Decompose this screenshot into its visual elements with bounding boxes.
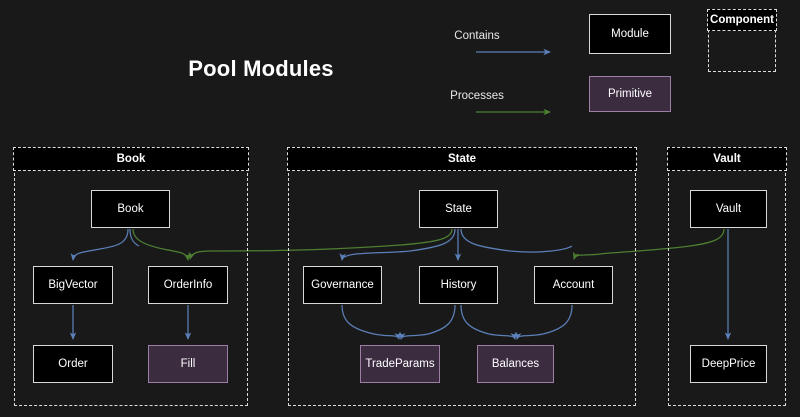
section-title-vault: Vault [667, 147, 787, 172]
node-vault[interactable]: Vault [690, 190, 767, 228]
node-state[interactable]: State [419, 190, 498, 228]
node-fill[interactable]: Fill [148, 345, 228, 383]
legend-component-title: Component [707, 9, 777, 32]
legend-arrow-processes [476, 108, 552, 116]
node-account[interactable]: Account [534, 266, 613, 304]
node-deepprice[interactable]: DeepPrice [690, 345, 767, 383]
section-title-state: State [287, 147, 637, 172]
section-state: State [287, 147, 637, 406]
legend-label-processes: Processes [450, 90, 504, 102]
section-vault: Vault [667, 147, 787, 406]
node-governance[interactable]: Governance [303, 266, 382, 304]
node-order[interactable]: Order [33, 345, 113, 383]
node-book[interactable]: Book [91, 190, 170, 228]
section-book: Book [13, 147, 249, 406]
legend-shape-component: Component [707, 9, 777, 72]
section-title-book: Book [13, 147, 249, 172]
node-balances[interactable]: Balances [477, 345, 554, 383]
legend-arrow-contains [476, 48, 552, 56]
legend-label-contains: Contains [454, 30, 500, 42]
page-title: Pool Modules [188, 56, 334, 81]
legend-shape-module: Module [589, 14, 671, 54]
legend-shape-primitive: Primitive [589, 76, 671, 112]
node-history[interactable]: History [419, 266, 498, 304]
node-tradeparams[interactable]: TradeParams [360, 345, 440, 383]
node-orderinfo[interactable]: OrderInfo [148, 266, 228, 304]
node-bigvector[interactable]: BigVector [33, 266, 113, 304]
